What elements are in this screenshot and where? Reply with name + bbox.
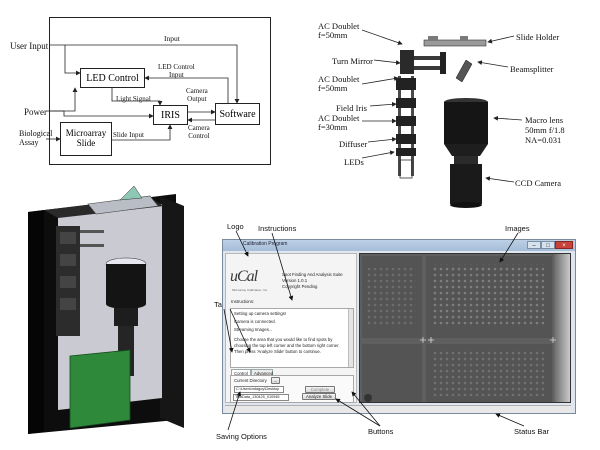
camera-output-label: Camera Output (186, 87, 208, 103)
input-arrow-label: Input (164, 34, 180, 43)
saving-options-annotation: Saving Options (216, 432, 267, 441)
camera-control-label: Camera Control (188, 124, 210, 140)
tab-control-label: Control (234, 371, 248, 376)
status-bar (225, 405, 571, 413)
current-directory-label: Current Directory (234, 378, 267, 383)
ac-doublet-low-label: AC Doublet f=30mm (318, 113, 360, 133)
field-iris-label: Field Iris (336, 103, 367, 113)
calibration-window: Calibration Program – □ × uCal Microarra… (222, 239, 576, 414)
image-viewer[interactable] (359, 253, 571, 403)
diffuser-label: Diffuser (339, 139, 368, 149)
folder-name-field[interactable]: TestData_130425_010945 (233, 394, 289, 401)
beamsplitter-label: Beamsplitter (510, 64, 554, 74)
spot-grid (364, 264, 556, 402)
minimize-button[interactable]: – (527, 241, 541, 249)
close-button[interactable]: × (555, 241, 573, 249)
images-annotation: Images (505, 224, 530, 233)
ac-doublet-mid-label: AC Doublet f=50mm (318, 74, 360, 94)
instruction-line: Choose the area that you would like to f… (234, 337, 333, 342)
led-control-block: LED Control (80, 68, 145, 88)
instruction-line: Then press 'Analyze Slide' button to con… (234, 349, 321, 354)
slide-input-label: Slide Input (113, 131, 144, 139)
tab-advanced-label: Advanced (254, 371, 274, 376)
ucal-logo: uCal (230, 268, 258, 285)
led-control-text: LED Control (86, 72, 139, 84)
window-titlebar: Calibration Program – □ × (223, 240, 575, 251)
instructions-scrollbar[interactable] (348, 309, 353, 367)
block-diagram-frame (49, 17, 271, 165)
instructions-box[interactable]: Setting up camera settings! Camera is co… (230, 308, 354, 368)
maximize-button[interactable]: □ (541, 241, 555, 249)
ac-doublet-top-label: AC Doublet f=50mm (318, 21, 360, 41)
leds-label: LEDs (344, 157, 364, 167)
slide-holder-label: Slide Holder (516, 32, 560, 42)
status-bar-annotation: Status Bar (514, 427, 550, 436)
tab-control[interactable]: Control (231, 369, 251, 376)
app-version: Version 1.0.1 (282, 278, 308, 283)
app-copyright: Copyright Pending (282, 284, 318, 289)
analyze-slide-button[interactable]: Analyze Slide (302, 393, 336, 400)
software-text: Software (219, 108, 256, 120)
instruction-line: Setting up camera settings! (234, 311, 287, 316)
power-label: Power (24, 107, 47, 117)
light-signal-label: Light Signal (116, 95, 151, 103)
window-title: Calibration Program (243, 241, 288, 247)
led-control-input-label: LED Control Input (158, 63, 195, 79)
complete-button[interactable]: Complete (305, 386, 335, 393)
tabs-annotation: Tabs (214, 300, 230, 309)
tab-advanced[interactable]: Advanced (251, 369, 273, 376)
image-tile (362, 344, 422, 402)
logo-subtitle: Microarray Calibration, Inc. (232, 288, 268, 292)
buttons-annotation: Buttons (368, 427, 394, 436)
turn-mirror-label: Turn Mirror (332, 56, 374, 66)
microarray-slide-text: Microarray Slide (65, 128, 107, 148)
iris-text: IRIS (161, 109, 180, 121)
biological-assay-label: Biological Assay (19, 129, 53, 148)
ccd-camera-label: CCD Camera (515, 178, 562, 188)
directory-field[interactable]: C:\Users\ndagoy\Desktop (234, 386, 284, 393)
folder-name-value: TestData_130425_010945 (235, 395, 280, 399)
instructions-header: Instructions: (231, 299, 255, 304)
instruction-line: Camera is connected. (234, 319, 276, 324)
image-bright-edge (554, 254, 570, 402)
instruction-line: Streaming Images... (234, 327, 273, 332)
logo-annotation: Logo (227, 222, 244, 231)
control-pane: uCal Microarray Calibration, Inc. Spot F… (225, 253, 357, 403)
browse-button[interactable]: ... (271, 377, 280, 384)
directory-value: C:\Users\ndagoy\Desktop (236, 387, 280, 391)
app-name: Spot Finding And Analysis Suite (282, 272, 343, 277)
instruction-line: choosing the top left corner and the bot… (234, 343, 340, 348)
instructions-annotation: Instructions (258, 224, 297, 233)
user-input-label: User Input (10, 41, 49, 51)
macro-lens-label: Macro lens 50mm f/1.8 NA=0.031 (525, 115, 565, 145)
